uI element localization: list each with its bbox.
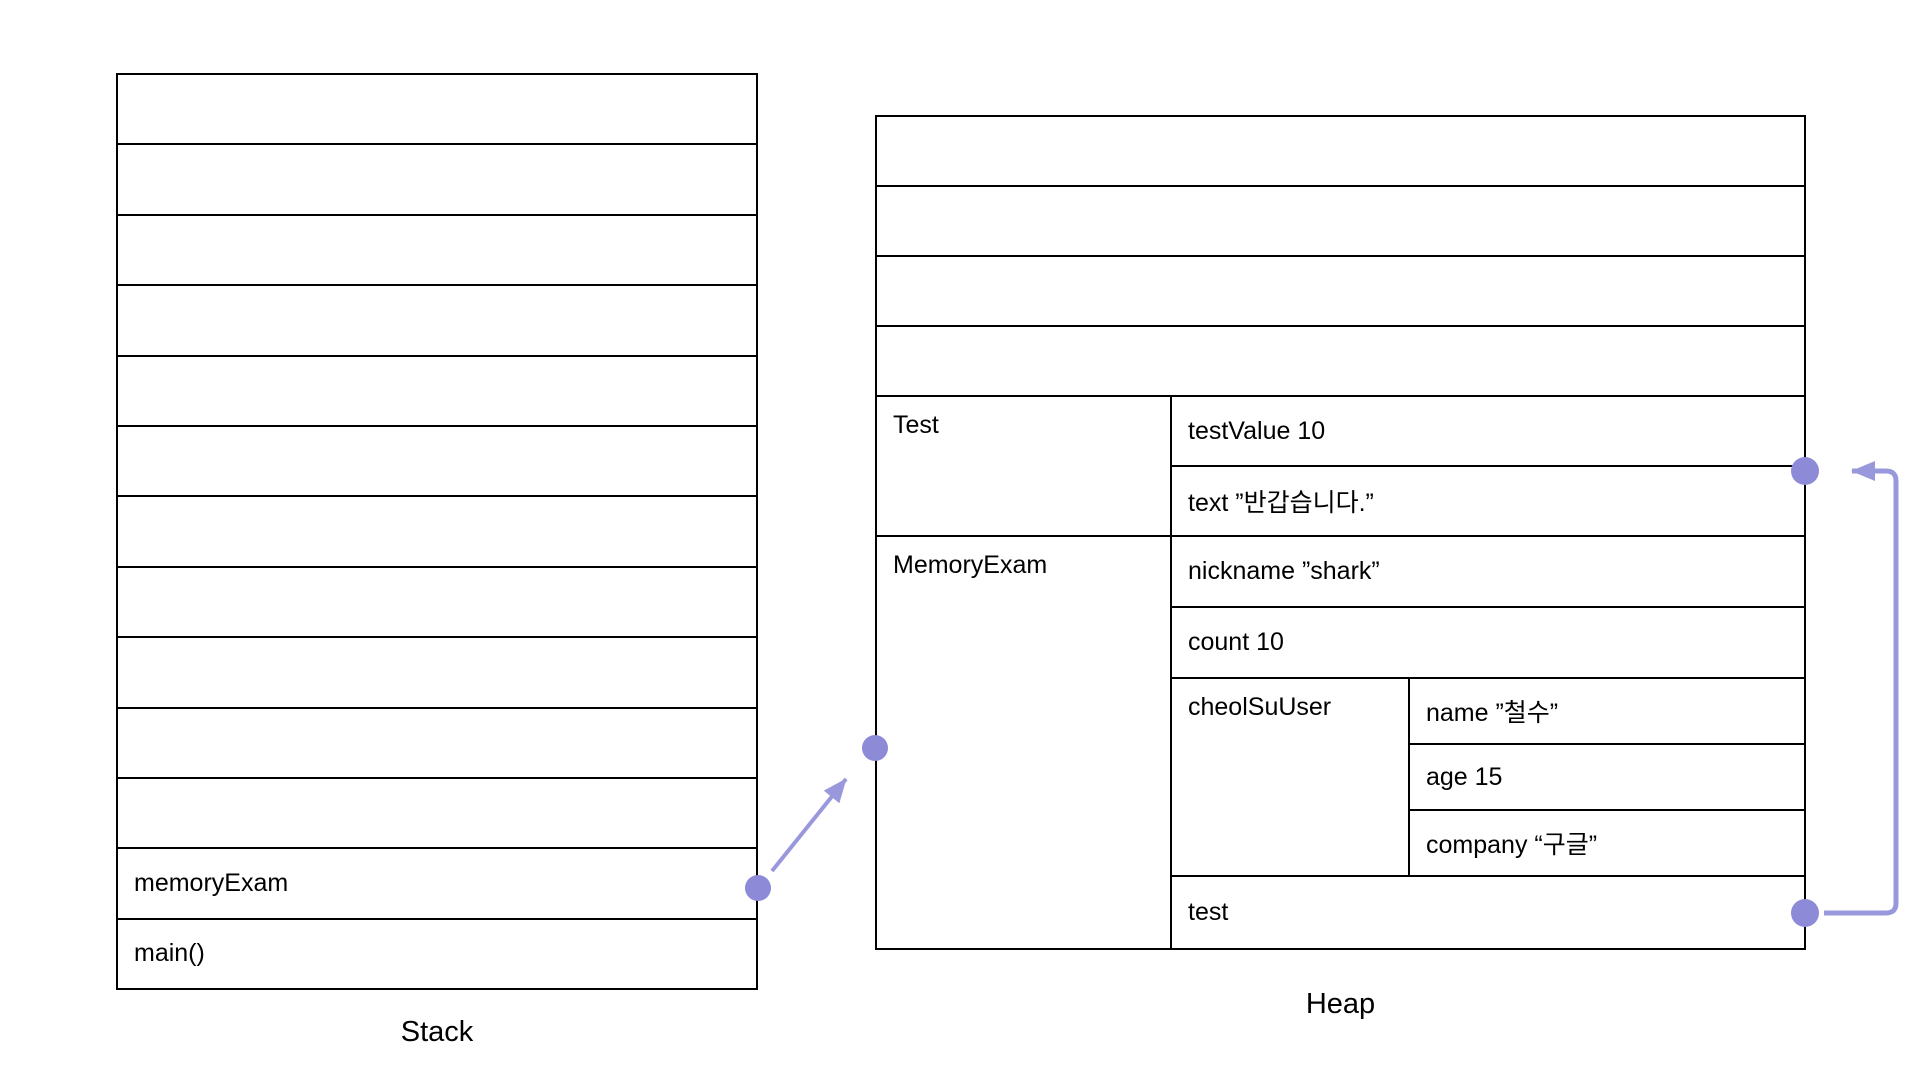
stack-frame-label: memoryExam xyxy=(134,868,289,897)
heap-object-memoryexam: MemoryExam nickname ”shark” count 10 che… xyxy=(877,537,1804,948)
heap-field-text: text ”반갑습니다.” xyxy=(1188,489,1374,517)
stack-empty-row xyxy=(118,709,756,779)
heap-label: Heap xyxy=(1305,988,1376,1020)
stack-empty-row xyxy=(118,216,756,287)
heap-empty-row xyxy=(877,327,1804,397)
stack-frame-main: main() xyxy=(118,920,756,988)
stack-empty-row xyxy=(118,497,756,568)
stack-empty-row xyxy=(118,357,756,427)
heap-object-name: MemoryExam xyxy=(877,537,1172,948)
heap-field-company: company “구글” xyxy=(1426,831,1598,859)
heap-table: Test testValue 10 text ”반갑습니다.” MemoryEx… xyxy=(875,115,1806,950)
stack-empty-row xyxy=(118,145,756,216)
heap-field-nickname: nickname ”shark” xyxy=(1172,537,1804,608)
stack-empty-row xyxy=(118,427,756,498)
heap-field-count: count 10 xyxy=(1172,608,1804,679)
heap-field-age: age 15 xyxy=(1410,745,1804,811)
heap-nested-object-name: cheolSuUser xyxy=(1172,679,1410,875)
stack-empty-row xyxy=(118,568,756,639)
heap-object-name: Test xyxy=(877,397,1172,535)
heap-field-testvalue: testValue 10 xyxy=(1172,397,1804,467)
stack-empty-row xyxy=(118,286,756,357)
heap-object-test: Test testValue 10 text ”반갑습니다.” xyxy=(877,397,1804,537)
reference-arrow-memoryexam xyxy=(770,777,848,873)
heap-empty-row xyxy=(877,187,1804,257)
stack-label: Stack xyxy=(400,1016,474,1048)
reference-arrow-test xyxy=(1824,461,1899,916)
stack-empty-row xyxy=(118,75,756,146)
stack-empty-row xyxy=(118,779,756,850)
heap-nested-object-cheolsuuser: cheolSuUser name ”철수” age 15 company “구글… xyxy=(1172,679,1804,877)
heap-field-test: test xyxy=(1188,898,1229,926)
heap-empty-row xyxy=(877,257,1804,327)
stack-empty-row xyxy=(118,638,756,709)
heap-field-name: name ”철수” xyxy=(1410,679,1804,745)
stack-frame-memoryexam: memoryExam xyxy=(118,849,756,920)
stack-table: memoryExam main() xyxy=(116,73,758,990)
stack-frame-label: main() xyxy=(134,939,205,968)
heap-empty-row xyxy=(877,117,1804,187)
